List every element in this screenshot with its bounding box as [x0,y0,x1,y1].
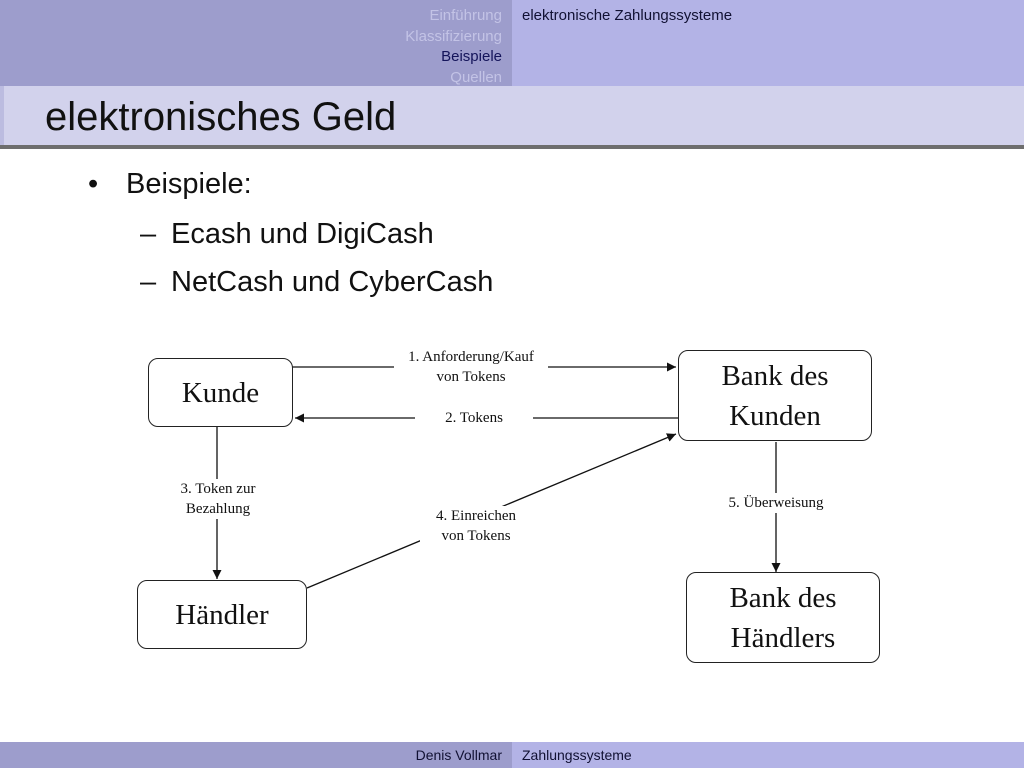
section-nav-list: Einführung Klassifizierung Beispiele Que… [405,6,502,88]
node-kunde: Kunde [148,358,293,427]
node-bank-des-haendlers: Bank des Händlers [686,572,880,663]
edge-label-line: 2. Tokens [445,410,503,426]
node-label-line: Kunden [729,399,821,432]
bullet-item: • Beispiele: [88,168,252,201]
node-label-line: Händlers [730,621,836,654]
sub-bullet-text: Ecash und DigiCash [171,218,434,250]
edge-label-line: 1. Anforderung/Kauf [408,349,534,365]
edge-label-line: von Tokens [436,369,506,385]
bullet-text: Beispiele: [126,168,252,200]
edge-label-line: von Tokens [441,528,511,544]
edge-label-line: 3. Token zur [180,481,256,497]
edge-label-einreichen: 4. Einreichen von Tokens [420,506,532,546]
header-section-bar: elektronische Zahlungssysteme [512,0,1024,86]
presentation-title: elektronische Zahlungssysteme [522,7,733,24]
nav-item-einfuehrung[interactable]: Einführung [429,7,502,24]
footer-author-bar: Denis Vollmar [0,742,512,768]
sub-bullet-text: NetCash und CyberCash [171,266,494,298]
sub-bullet-item: –Ecash und DigiCash [140,218,434,251]
node-label: Bank des Kunden [721,356,828,436]
nav-item-beispiele[interactable]: Beispiele [441,48,502,65]
sub-bullet-marker: – [140,266,157,298]
edge-label-tokens: 2. Tokens [415,408,533,428]
sub-bullet-marker: – [140,218,157,250]
title-divider [0,145,1024,149]
edge-label-anforderung: 1. Anforderung/Kauf von Tokens [394,347,548,387]
node-label: Kunde [181,376,260,409]
title-bar [0,86,1024,145]
node-haendler: Händler [137,580,307,649]
node-label-line: Bank des [729,581,837,614]
edge-label-line: 5. Überweisung [728,495,824,511]
node-label: Händler [175,598,269,631]
node-label: Bank des Händlers [729,578,836,658]
edge-label-ueberweisung: 5. Überweisung [716,493,836,513]
title-bar-accent [0,86,4,145]
bullet-marker: • [88,168,99,200]
sub-bullet-item: –NetCash und CyberCash [140,266,493,299]
nav-item-klassifizierung[interactable]: Klassifizierung [405,27,502,45]
node-bank-des-kunden: Bank des Kunden [678,350,872,441]
nav-item-quellen[interactable]: Quellen [450,68,502,86]
edge-label-token-zur-bezahlung: 3. Token zur Bezahlung [163,479,273,519]
footer-short-title: Zahlungssysteme [522,747,632,763]
slide-title: elektronisches Geld [45,95,397,139]
node-label-line: Bank des [721,359,829,392]
edge-label-line: 4. Einreichen [436,508,516,524]
edge-label-line: Bezahlung [185,501,251,517]
footer-title-bar: Zahlungssysteme [512,742,1024,768]
footer-author: Denis Vollmar [415,747,502,763]
header-navigation: Einführung Klassifizierung Beispiele Que… [0,0,512,86]
